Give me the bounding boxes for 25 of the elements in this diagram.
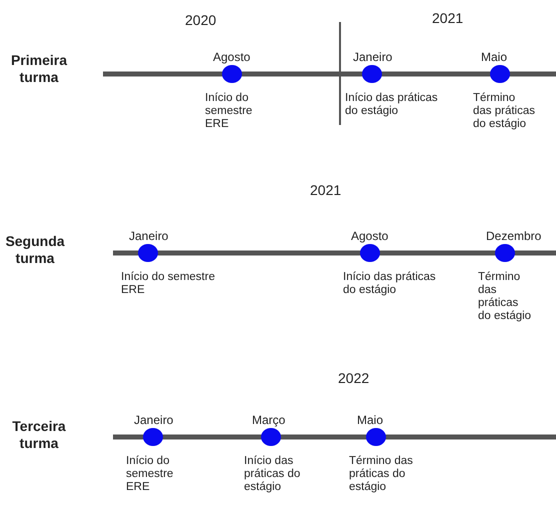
month-label: Maio — [481, 50, 508, 64]
event-description: Término das práticas do estágio — [478, 271, 532, 323]
month-label: Agosto — [213, 50, 250, 64]
event-description: Início das práticas do estágio — [343, 271, 437, 297]
event-description: Início do semestre ERE — [205, 92, 254, 131]
year-label: 2021 — [310, 182, 342, 198]
year-label: 2020 — [185, 12, 216, 28]
month-label: Janeiro — [134, 413, 174, 427]
row-label: Terceira turma — [11, 418, 67, 452]
event-description: Término das práticas do estágio — [349, 455, 414, 494]
month-label: Janeiro — [129, 229, 168, 243]
event-description: Início do semestre ERE — [126, 455, 174, 494]
year-label: 2022 — [338, 370, 370, 386]
month-label: Dezembro — [486, 229, 542, 243]
event-description: Início das práticas do estágio — [345, 92, 439, 118]
event-description: Início das práticas do estágio — [244, 455, 302, 494]
event-description: Início do semestre ERE — [121, 271, 216, 297]
event-description: Término das práticas do estágio — [473, 92, 535, 131]
row-label: Primeira turma — [10, 52, 68, 86]
month-label: Maio — [357, 413, 384, 427]
month-label: Agosto — [351, 229, 388, 243]
month-label: Março — [252, 413, 286, 427]
row-label: Segunda turma — [4, 233, 66, 267]
year-label: 2021 — [432, 10, 464, 26]
month-label: Janeiro — [353, 50, 392, 64]
